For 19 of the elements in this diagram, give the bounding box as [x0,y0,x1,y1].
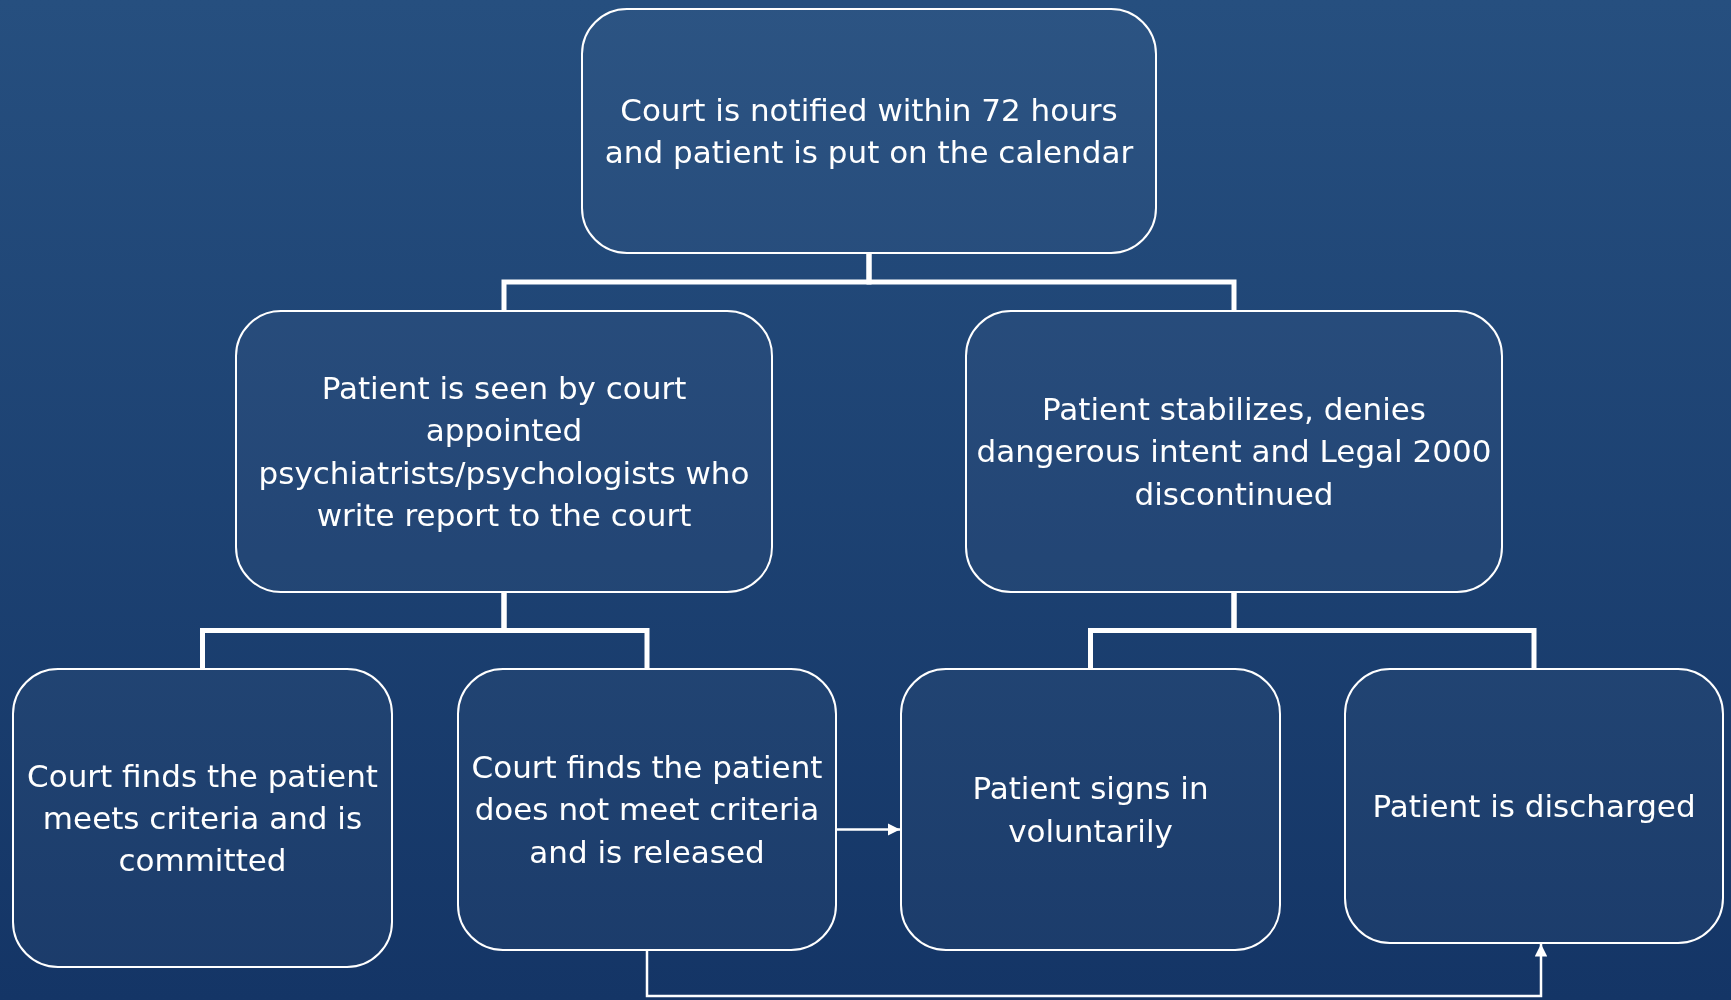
box-text: Patient is discharged [1372,786,1696,826]
process-box [581,8,1157,254]
process-box [900,668,1281,951]
connector-line [1231,593,1537,668]
arrow [837,823,900,836]
process-box [1344,668,1724,944]
process-box [457,668,837,951]
process-box [235,310,773,593]
connector-line [501,593,650,668]
process-box [965,310,1503,593]
box-text: Patient stabilizes, denies dangerous intent and Legal 2000 discontinued [975,390,1493,514]
box-text: Court finds the patient meets criteria and is committed [26,756,379,881]
box-text: Patient is seen by court appointed psychiatrists/psychologists who write report to the court [257,369,751,535]
box-text: Patient signs in voluntarily [971,769,1210,851]
box-text: Court is notified within 72 hours and patient is put on the calendar [603,90,1135,172]
box-text: Court finds the patient does not meet criteria and is released [470,748,824,872]
process-box [12,668,393,968]
arrow [645,944,1548,998]
connector-line [866,254,1237,310]
